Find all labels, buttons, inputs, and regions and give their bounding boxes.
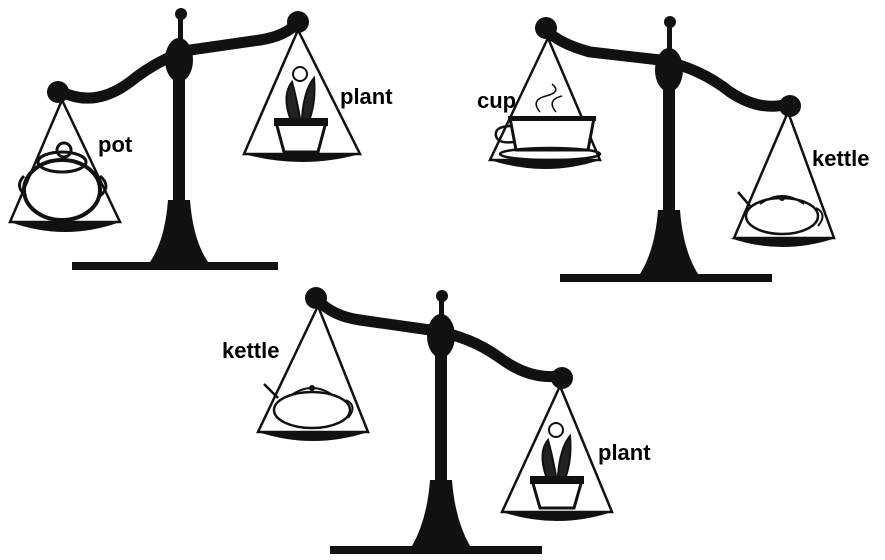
scale-2-right-pan <box>730 112 836 247</box>
scale-1-foot <box>150 200 208 262</box>
scale-2-base <box>560 274 772 282</box>
scale-1-right-label: plant <box>340 84 393 109</box>
scale-1-left-pan <box>10 100 120 232</box>
scale-3: kettle plant <box>222 287 651 554</box>
scale-3-left-label: kettle <box>222 338 279 363</box>
scale-3-foot <box>412 480 470 546</box>
scale-2-left-knob <box>535 17 557 39</box>
scale-2-right-label: kettle <box>812 146 869 171</box>
scale-3-left-pan <box>258 306 368 441</box>
scale-1-left-label: pot <box>98 132 133 157</box>
scale-2: cup kettle <box>477 16 869 282</box>
pot-icon <box>19 143 106 220</box>
scale-1-left-knob <box>47 81 69 103</box>
scale-3-right-knob <box>551 367 573 389</box>
scale-2-right-knob <box>779 95 801 117</box>
scale-3-right-label: plant <box>598 440 651 465</box>
scale-3-left-knob <box>305 287 327 309</box>
scale-2-foot <box>640 210 698 274</box>
scale-3-right-pan <box>502 386 612 521</box>
plant-icon <box>274 67 328 152</box>
scale-3-base <box>330 546 542 554</box>
scale-1-base <box>72 262 278 270</box>
scale-1: pot plant <box>10 8 393 270</box>
scale-2-left-label: cup <box>477 88 516 113</box>
